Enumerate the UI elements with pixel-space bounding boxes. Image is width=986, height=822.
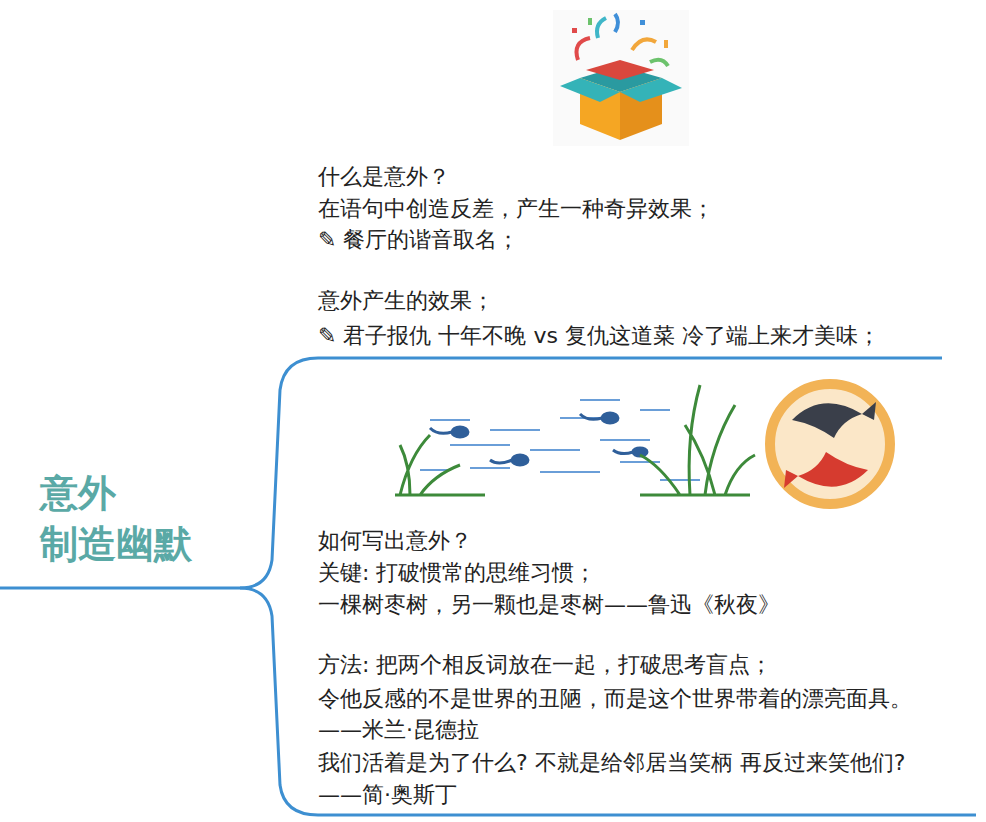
note-text: 关键: 打破惯常的思维习惯； xyxy=(318,560,596,586)
note-text: ✎ 君子报仇 十年不晚 vs 复仇这道菜 冷了端上来才美味； xyxy=(318,323,880,349)
tadpole-illustration xyxy=(395,385,755,495)
note-text: 我们活着是为了什么? 不就是给邻居当笑柄 再反过来笑他们? xyxy=(318,750,905,776)
note-text: 在语句中创造反差，产生一种奇异效果； xyxy=(318,196,714,222)
note-text: 如何写出意外？ xyxy=(318,528,472,554)
note-text: ——米兰·昆德拉 xyxy=(318,717,479,743)
gift-box-icon xyxy=(553,10,689,146)
bracket-upper xyxy=(0,358,942,588)
note-text: 什么是意外？ xyxy=(318,164,450,190)
note-text: 意外产生的效果； xyxy=(318,288,494,314)
bracket-lower xyxy=(240,588,976,815)
koi-emblem xyxy=(770,384,890,504)
note-text: 令他反感的不是世界的丑陋，而是这个世界带着的漂亮面具。 xyxy=(318,686,912,712)
note-text: ——简·奥斯丁 xyxy=(318,782,457,808)
note-text: 一棵树枣树，另一颗也是枣树——鲁迅《秋夜》 xyxy=(318,592,780,618)
note-text: 方法: 把两个相反词放在一起，打破思考盲点； xyxy=(318,652,772,678)
mindmap-title: 意外 制造幽默 xyxy=(40,468,240,571)
note-text: ✎ 餐厅的谐音取名； xyxy=(318,227,519,253)
